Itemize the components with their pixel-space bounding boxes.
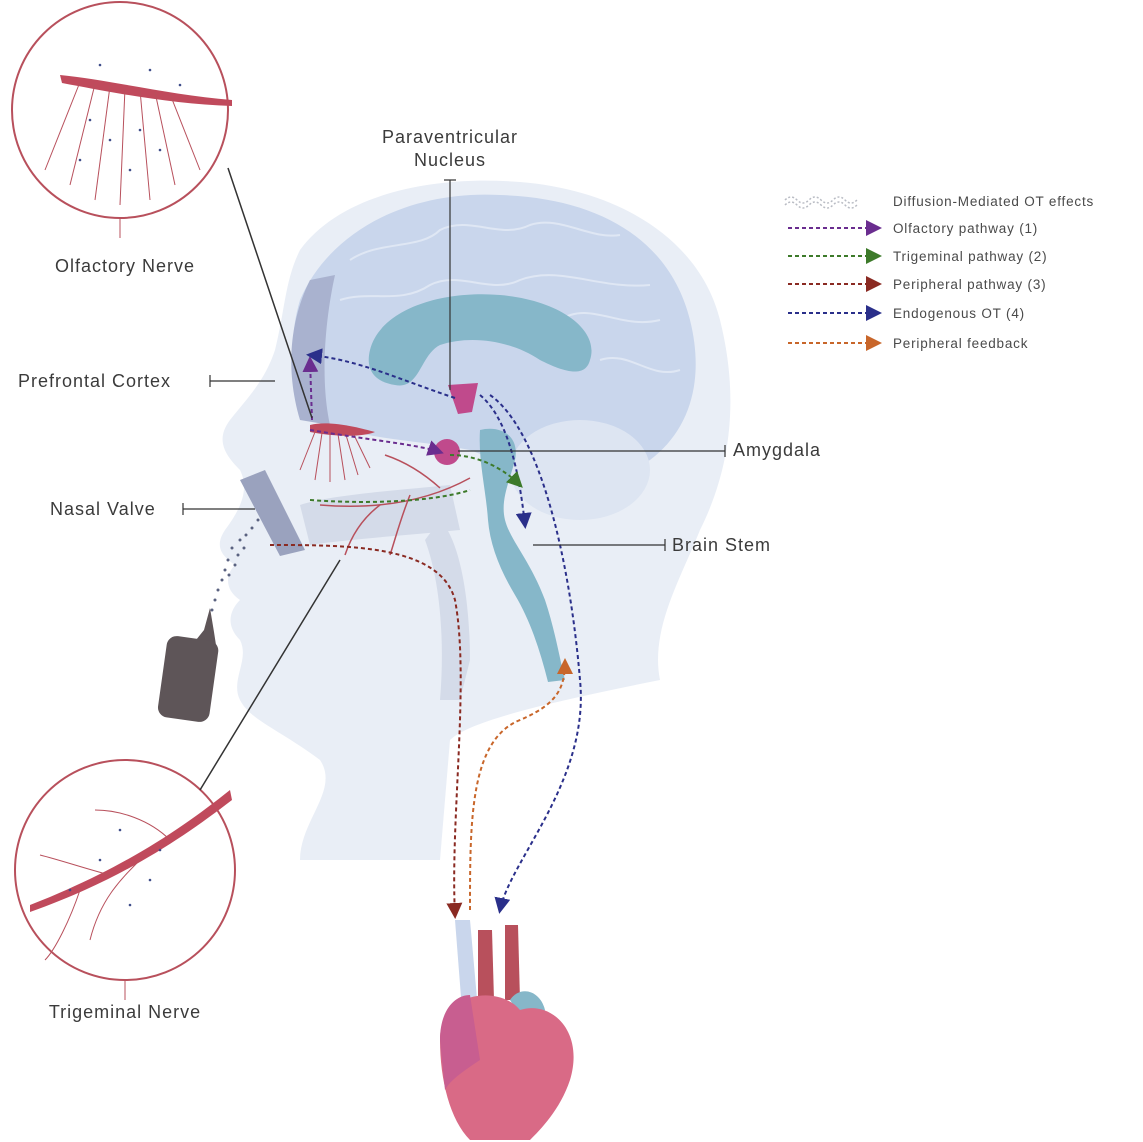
label-paraventricular-line1: Paraventricular (382, 127, 518, 147)
trigeminal-nerve-inset (15, 760, 235, 980)
label-nasal-valve: Nasal Valve (50, 499, 156, 519)
legend-label-feedback: Peripheral feedback (893, 336, 1028, 351)
label-prefrontal-cortex: Prefrontal Cortex (18, 371, 171, 391)
label-brain-stem: Brain Stem (672, 535, 771, 555)
legend: Diffusion-Mediated OT effects Olfactory … (785, 194, 1094, 351)
legend-label-olfactory: Olfactory pathway (1) (893, 221, 1038, 236)
legend-label-endogenous: Endogenous OT (4) (893, 306, 1025, 321)
label-trigeminal-nerve: Trigeminal Nerve (49, 1002, 201, 1022)
label-paraventricular-line2: Nucleus (414, 150, 486, 170)
heart-icon (440, 920, 574, 1140)
label-olfactory-nerve: Olfactory Nerve (55, 256, 195, 276)
legend-label-trigeminal: Trigeminal pathway (2) (893, 249, 1047, 264)
legend-swatch-diffusion (785, 197, 857, 203)
cerebellum (510, 420, 650, 520)
label-amygdala: Amygdala (733, 440, 821, 460)
nasal-spray-bottle-icon (157, 608, 220, 723)
legend-label-peripheral: Peripheral pathway (3) (893, 277, 1046, 292)
olfactory-nerve-inset (12, 2, 232, 218)
legend-label-diffusion: Diffusion-Mediated OT effects (893, 194, 1094, 209)
